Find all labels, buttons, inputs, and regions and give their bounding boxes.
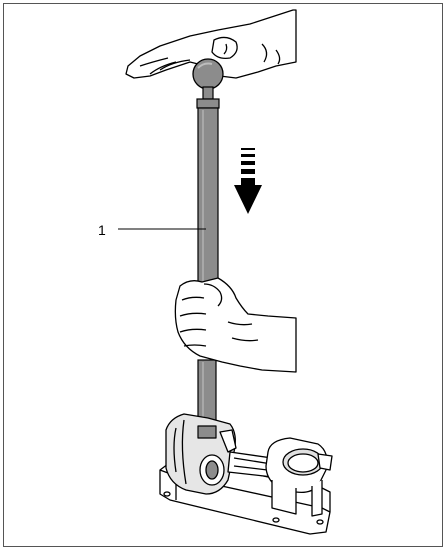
connecting-rod-fixture <box>159 413 333 535</box>
tool-neck <box>202 86 214 100</box>
callout-label-1: 1 <box>98 222 106 238</box>
tool-collar <box>196 98 220 109</box>
upper-hand <box>125 9 297 79</box>
lower-hand <box>174 277 297 373</box>
tool-rod <box>192 58 224 441</box>
tool-shaft-upper <box>197 107 219 291</box>
down-arrow-icon <box>234 148 262 214</box>
